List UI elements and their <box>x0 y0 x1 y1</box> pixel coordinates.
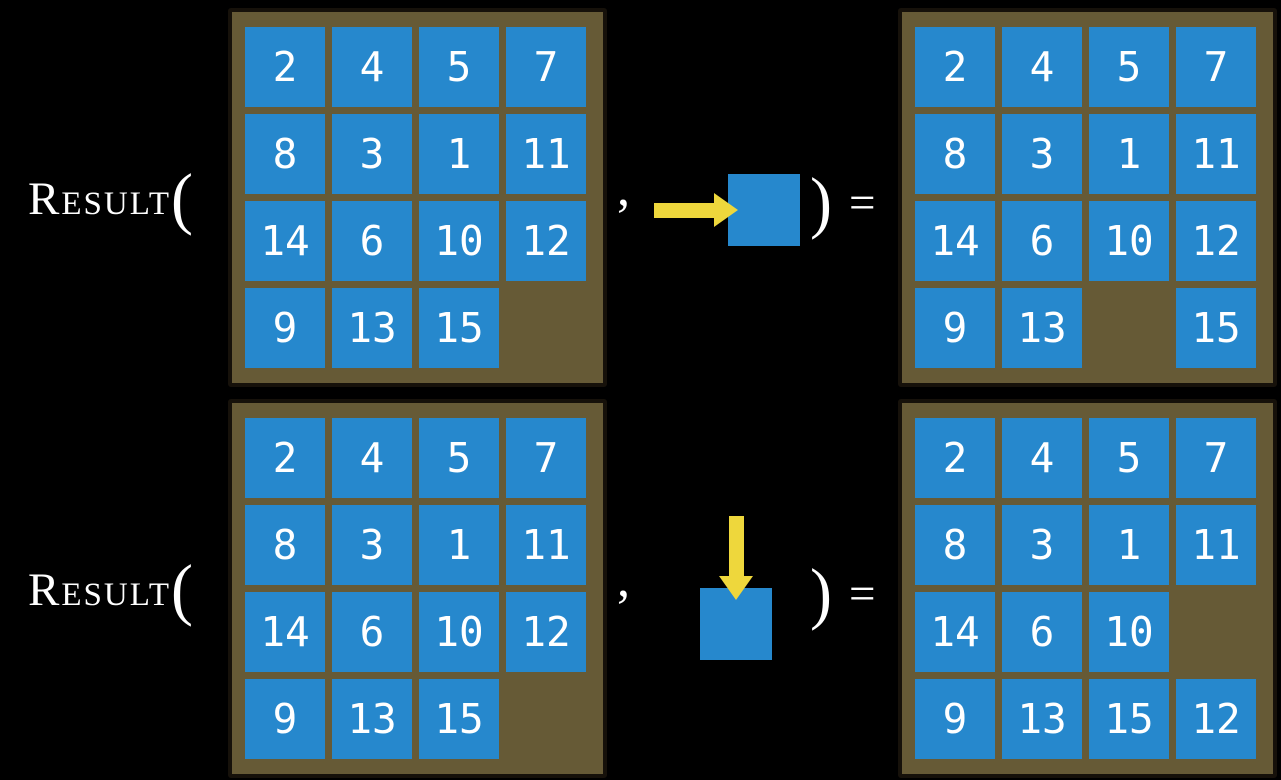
comma-separator: , <box>617 551 630 608</box>
puzzle-tile: 3 <box>332 114 412 194</box>
puzzle-tile: 2 <box>245 418 325 498</box>
puzzle-tile: 7 <box>1176 27 1256 107</box>
puzzle-tile: 1 <box>1089 114 1169 194</box>
tile-icon <box>700 588 772 660</box>
puzzle-tile: 10 <box>1089 201 1169 281</box>
puzzle-tile: 8 <box>915 114 995 194</box>
puzzle-tile: 13 <box>1002 288 1082 368</box>
puzzle-tile: 5 <box>419 418 499 498</box>
puzzle-tile: 15 <box>419 679 499 759</box>
arrow-shaft <box>729 516 744 576</box>
comma-separator: , <box>617 160 630 217</box>
puzzle-tile: 9 <box>245 679 325 759</box>
result-function-label: Result ( <box>28 160 193 238</box>
puzzle-tile: 13 <box>332 288 412 368</box>
blank-cell <box>1089 288 1169 368</box>
tile-icon <box>728 174 800 246</box>
close-paren: ) <box>810 164 832 241</box>
puzzle-tile: 8 <box>245 114 325 194</box>
puzzle-tile: 4 <box>332 27 412 107</box>
puzzle-tile: 5 <box>419 27 499 107</box>
puzzle-tile: 9 <box>915 679 995 759</box>
puzzle-tile: 9 <box>915 288 995 368</box>
puzzle-tile: 11 <box>506 505 586 585</box>
puzzle-tile: 4 <box>332 418 412 498</box>
close-paren: ) <box>810 555 832 632</box>
puzzle-tile: 2 <box>915 418 995 498</box>
puzzle-tile: 14 <box>915 592 995 672</box>
arrow-down-icon <box>698 516 782 600</box>
puzzle-tile: 11 <box>1176 505 1256 585</box>
arrow-right-icon <box>654 168 738 252</box>
puzzle-tile: 4 <box>1002 418 1082 498</box>
puzzle-tile: 12 <box>506 592 586 672</box>
puzzle-tile: 6 <box>1002 201 1082 281</box>
puzzle-tile: 11 <box>1176 114 1256 194</box>
puzzle-tile: 15 <box>1176 288 1256 368</box>
action-slide-right <box>654 168 804 252</box>
puzzle-tile: 10 <box>419 592 499 672</box>
function-name: Result <box>28 172 171 225</box>
puzzle-tile: 5 <box>1089 418 1169 498</box>
puzzle-tile: 8 <box>915 505 995 585</box>
puzzle-tile: 5 <box>1089 27 1169 107</box>
puzzle-tile: 15 <box>419 288 499 368</box>
puzzle-tile: 7 <box>1176 418 1256 498</box>
open-paren: ( <box>170 160 193 237</box>
puzzle-tile: 12 <box>506 201 586 281</box>
function-name: Result <box>28 563 171 616</box>
puzzle-tile: 7 <box>506 418 586 498</box>
open-paren: ( <box>170 551 193 628</box>
puzzle-tile: 1 <box>1089 505 1169 585</box>
blank-cell <box>506 679 586 759</box>
puzzle-tile: 14 <box>245 201 325 281</box>
puzzle-tile: 10 <box>1089 592 1169 672</box>
puzzle-tile: 6 <box>332 592 412 672</box>
action-slide-down <box>698 516 782 666</box>
puzzle-tile: 9 <box>245 288 325 368</box>
result-function-label: Result ( <box>28 551 193 629</box>
puzzle-tile: 4 <box>1002 27 1082 107</box>
arrow-head <box>714 193 738 227</box>
blank-cell <box>506 288 586 368</box>
equals-sign: = <box>848 176 876 229</box>
puzzle-tile: 13 <box>1002 679 1082 759</box>
puzzle-tile: 1 <box>419 114 499 194</box>
puzzle-tile: 2 <box>915 27 995 107</box>
puzzle-tile: 8 <box>245 505 325 585</box>
puzzle-tile: 14 <box>245 592 325 672</box>
equals-sign: = <box>848 567 876 620</box>
puzzle-tile: 11 <box>506 114 586 194</box>
close-paren-equals: ) = <box>810 164 876 242</box>
puzzle-tile: 12 <box>1176 679 1256 759</box>
puzzle-tile: 3 <box>1002 114 1082 194</box>
puzzle-tile: 3 <box>1002 505 1082 585</box>
puzzle-tile: 2 <box>245 27 325 107</box>
arrow-shaft <box>654 203 714 218</box>
puzzle-tile: 12 <box>1176 201 1256 281</box>
puzzle-tile: 6 <box>332 201 412 281</box>
puzzle-tile: 10 <box>419 201 499 281</box>
puzzle-tile: 14 <box>915 201 995 281</box>
blank-cell <box>1176 592 1256 672</box>
puzzle-tile: 3 <box>332 505 412 585</box>
puzzle-tile: 15 <box>1089 679 1169 759</box>
puzzle-tile: 6 <box>1002 592 1082 672</box>
close-paren-equals: ) = <box>810 555 876 633</box>
puzzle-tile: 13 <box>332 679 412 759</box>
puzzle-tile: 1 <box>419 505 499 585</box>
puzzle-tile: 7 <box>506 27 586 107</box>
arrow-head <box>719 576 753 600</box>
